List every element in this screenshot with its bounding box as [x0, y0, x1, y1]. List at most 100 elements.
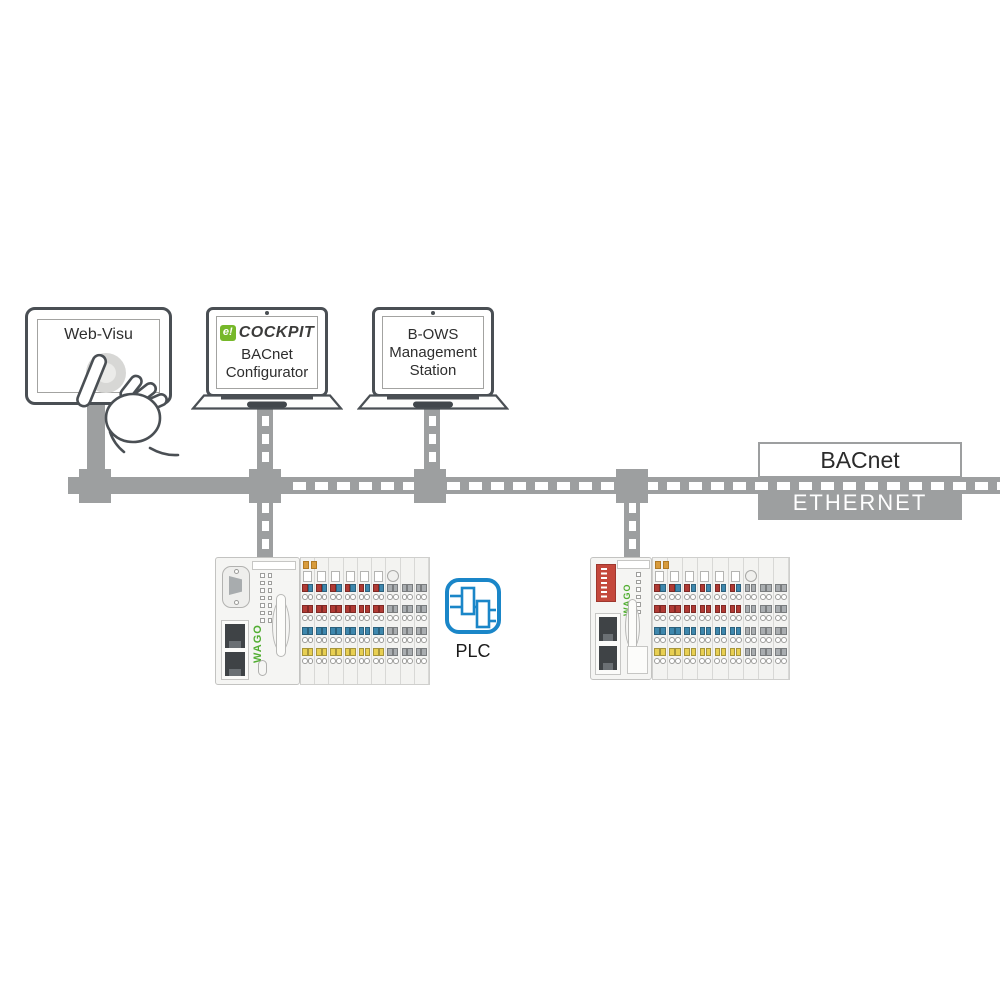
- wago-controller-2: WAGO: [590, 557, 790, 680]
- webvisu-screen: [37, 319, 160, 393]
- terminal-clamp-row: [344, 658, 356, 664]
- io-module-colored: [372, 558, 387, 684]
- configurator-screen: e! COCKPIT BACnet Configurator: [216, 316, 318, 389]
- wago-logo-1: WAGO: [252, 624, 264, 663]
- terminal-clamp-row: [729, 594, 742, 600]
- terminal-status-row: [316, 648, 328, 656]
- terminal-status-row: [302, 648, 314, 656]
- terminal-clamp-row: [358, 615, 371, 621]
- led: [636, 594, 641, 599]
- bus-junction-plc2: [616, 469, 648, 503]
- terminal-clamp-row: [401, 594, 413, 600]
- terminal-status-row: [302, 605, 314, 613]
- terminal-status-row: [669, 605, 681, 613]
- terminal-clamp-row: [358, 658, 371, 664]
- controller-head-1: WAGO: [215, 557, 300, 685]
- terminal-clamp-row: [669, 658, 682, 664]
- rj45-port-icon: [225, 652, 245, 676]
- terminal-status-row: [316, 627, 328, 635]
- terminal-status-row: [330, 584, 342, 592]
- module-label: [670, 571, 680, 582]
- bows-screen: B-OWS Management Station: [382, 316, 484, 389]
- dsub-screw: [233, 600, 239, 605]
- terminal-status-row: [330, 648, 342, 656]
- terminal-status-row: [684, 584, 697, 592]
- terminal-clamp-row: [684, 637, 697, 643]
- terminal-clamp-row: [669, 594, 682, 600]
- terminal-status-row: [401, 605, 413, 613]
- terminal-status-row: [358, 627, 371, 635]
- dip-switch-icon: [596, 564, 616, 602]
- led: [260, 603, 265, 608]
- plc-app-icon: [445, 578, 501, 634]
- io-module-colored: [728, 558, 744, 679]
- terminal-clamp-row: [714, 637, 727, 643]
- io-module-colored: [653, 558, 669, 679]
- terminal-status-row: [654, 584, 666, 592]
- led: [260, 573, 265, 578]
- module-label: [303, 571, 312, 582]
- webvisu-monitor: Web-Visu: [25, 307, 172, 405]
- terminal-status-row: [373, 648, 385, 656]
- module-label: [715, 571, 725, 582]
- terminal-clamp-row: [774, 658, 787, 664]
- terminal-status-row: [373, 627, 385, 635]
- terminal-status-row: [775, 627, 787, 635]
- terminal-status-row: [401, 584, 413, 592]
- led: [267, 588, 272, 593]
- terminal-status-row: [401, 648, 413, 656]
- terminal-clamp-row: [358, 594, 371, 600]
- terminal-clamp-row: [729, 637, 742, 643]
- terminal-status-row: [714, 605, 727, 613]
- terminal-clamp-row: [699, 615, 712, 621]
- configurator-laptop: e! COCKPIT BACnet Configurator: [206, 307, 328, 397]
- module-label: [345, 571, 355, 582]
- terminal-clamp-row: [654, 637, 667, 643]
- terminal-clamp-row: [401, 658, 413, 664]
- terminal-clamp-row: [302, 637, 314, 643]
- orange-latch: [655, 561, 669, 569]
- terminal-clamp-row: [714, 615, 727, 621]
- bacnet-protocol-label: BACnet: [820, 446, 900, 473]
- terminal-clamp-row: [344, 594, 356, 600]
- terminal-status-row: [316, 605, 328, 613]
- io-module-colored: [343, 558, 358, 684]
- rj45-frame: [221, 620, 249, 680]
- terminal-status-row: [373, 584, 385, 592]
- terminal-clamp-row: [387, 594, 399, 600]
- terminal-clamp-row: [316, 637, 328, 643]
- terminal-clamp-row: [387, 658, 399, 664]
- terminal-status-row: [654, 648, 666, 656]
- terminal-status-row: [760, 627, 772, 635]
- module-label: [374, 571, 384, 582]
- module-label: [700, 571, 710, 582]
- terminal-clamp-row: [358, 637, 371, 643]
- ecockpit-logo-icon: e!: [219, 325, 236, 341]
- ecockpit-logo: e! COCKPIT: [219, 323, 315, 342]
- monitor-stand: [87, 400, 105, 478]
- io-module-colored: [329, 558, 344, 684]
- terminal-status-row: [415, 605, 427, 613]
- bus-junction-configurator: [249, 469, 281, 503]
- connector-plc2: [624, 493, 640, 559]
- terminal-status-row: [669, 648, 681, 656]
- dsub-pins: [229, 576, 242, 595]
- connector-dashes: [261, 495, 269, 557]
- terminal-clamp-row: [373, 637, 385, 643]
- led: [636, 572, 641, 577]
- terminal-status-row: [775, 605, 787, 613]
- terminal-clamp-row: [759, 658, 772, 664]
- terminal-clamp-row: [387, 637, 399, 643]
- dsub-screw: [233, 569, 239, 574]
- terminal-clamp-row: [302, 658, 314, 664]
- terminal-clamp-row: [373, 594, 385, 600]
- connector-dashes: [628, 495, 636, 557]
- terminal-status-row: [373, 605, 385, 613]
- io-module-colored: [713, 558, 729, 679]
- webvisu-label: Web-Visu: [64, 326, 133, 343]
- terminal-status-row: [684, 627, 697, 635]
- terminal-clamp-row: [729, 658, 742, 664]
- terminal-status-row: [654, 627, 666, 635]
- terminal-clamp-row: [344, 637, 356, 643]
